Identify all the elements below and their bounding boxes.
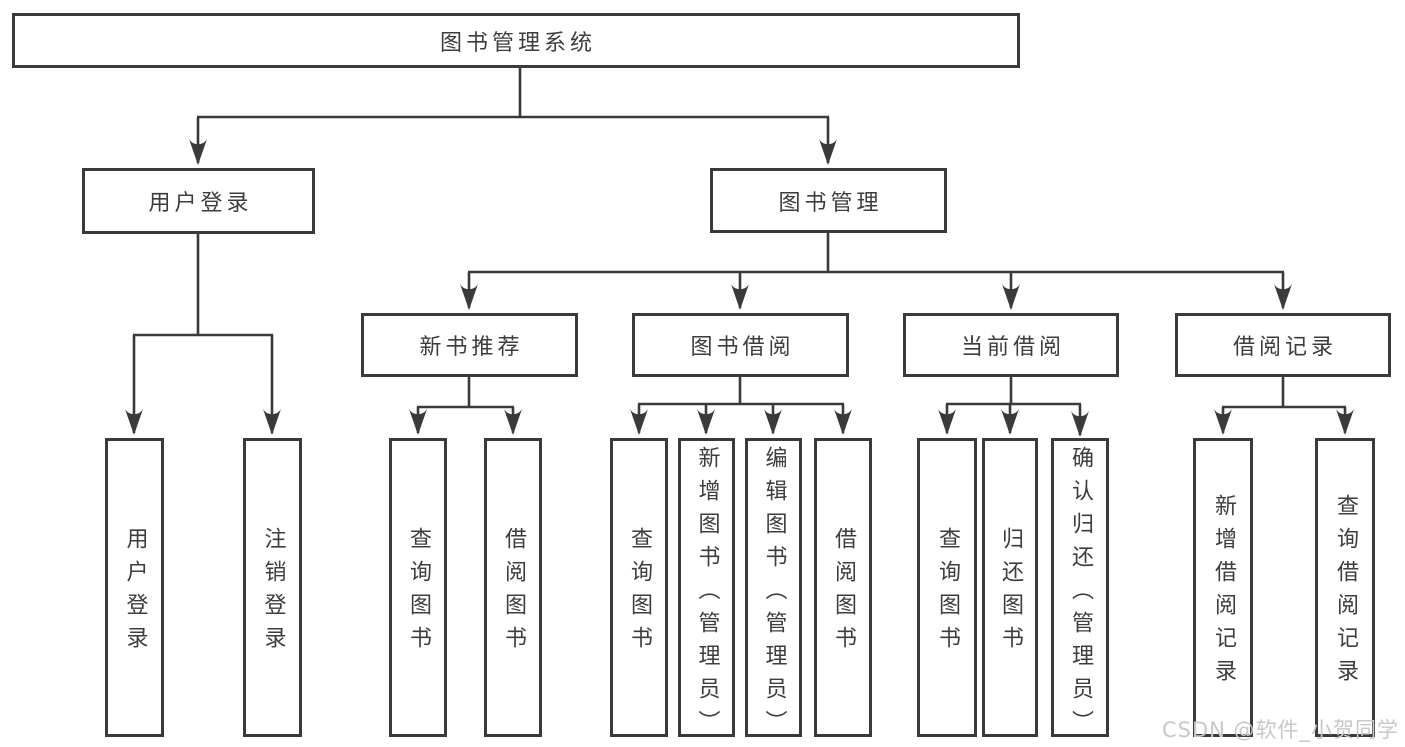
node-label: 查询借阅记录 <box>1333 493 1358 692</box>
node-label: 用户登录 <box>122 526 148 659</box>
leaf-query-books-borrowing: 查询图书 <box>610 438 668 737</box>
leaf-confirm-return-admin: 确认归还（管理员） <box>1051 438 1109 743</box>
node-book-management: 图书管理 <box>710 168 947 233</box>
connector-new-book-rec-to-leaves <box>409 375 522 435</box>
node-label: 确认归还（管理员） <box>1068 446 1093 743</box>
node-label: 用户登录 <box>148 191 253 216</box>
node-label: 图书管理 <box>778 190 883 216</box>
csdn-watermark: CSDN @软件_小贺同学 <box>1162 718 1400 742</box>
node-label: 新增图书（管理员） <box>694 446 720 743</box>
node-label: 归还图书 <box>998 526 1023 659</box>
node-new-book-recommendation: 新书推荐 <box>361 313 578 377</box>
node-library-management-system: 图书管理系统 <box>12 13 1020 68</box>
node-label: 注销登录 <box>260 526 286 659</box>
connector-user-login-to-leaves <box>125 231 281 435</box>
node-label: 查询图书 <box>935 526 960 659</box>
node-current-borrowing: 当前借阅 <box>903 313 1119 377</box>
node-label: 新增借阅记录 <box>1211 493 1236 692</box>
leaf-query-books-current: 查询图书 <box>917 438 977 737</box>
node-label: 借阅图书 <box>831 526 856 659</box>
node-label: 当前借阅 <box>960 335 1065 360</box>
leaf-query-borrow-record: 查询借阅记录 <box>1315 438 1375 737</box>
node-label: 查询图书 <box>627 526 652 659</box>
node-label: 图书管理系统 <box>439 30 596 56</box>
node-label: 新书推荐 <box>419 335 524 360</box>
node-label: 查询图书 <box>406 526 431 659</box>
connector-root-to-level1 <box>189 66 837 165</box>
node-label: 编辑图书（管理员） <box>761 446 787 743</box>
leaf-edit-books-admin: 编辑图书（管理员） <box>745 438 802 743</box>
connector-book-borrow-to-leaves <box>630 375 852 435</box>
leaf-borrow-books-borrowing: 借阅图书 <box>814 438 872 737</box>
node-user-login: 用户登录 <box>82 168 315 234</box>
node-label: 图书借阅 <box>690 335 795 360</box>
leaf-logout: 注销登录 <box>243 438 302 737</box>
leaf-add-borrow-record: 新增借阅记录 <box>1193 438 1253 737</box>
node-label: 借阅图书 <box>501 526 526 659</box>
node-borrowing-records: 借阅记录 <box>1175 313 1391 377</box>
leaf-borrow-books-recommendation: 借阅图书 <box>484 438 542 737</box>
leaf-user-login: 用户登录 <box>105 438 164 737</box>
node-label: 借阅记录 <box>1232 335 1337 360</box>
node-book-borrowing: 图书借阅 <box>632 313 849 377</box>
connector-borrow-record-to-leaves <box>1214 375 1354 435</box>
leaf-return-books: 归还图书 <box>982 438 1038 737</box>
leaf-query-books-recommendation: 查询图书 <box>389 438 447 737</box>
connector-book-mgmt-to-level2 <box>460 231 1292 310</box>
leaf-add-books-admin: 新增图书（管理员） <box>678 438 735 743</box>
connector-current-borrow-to-leaves <box>938 375 1089 437</box>
